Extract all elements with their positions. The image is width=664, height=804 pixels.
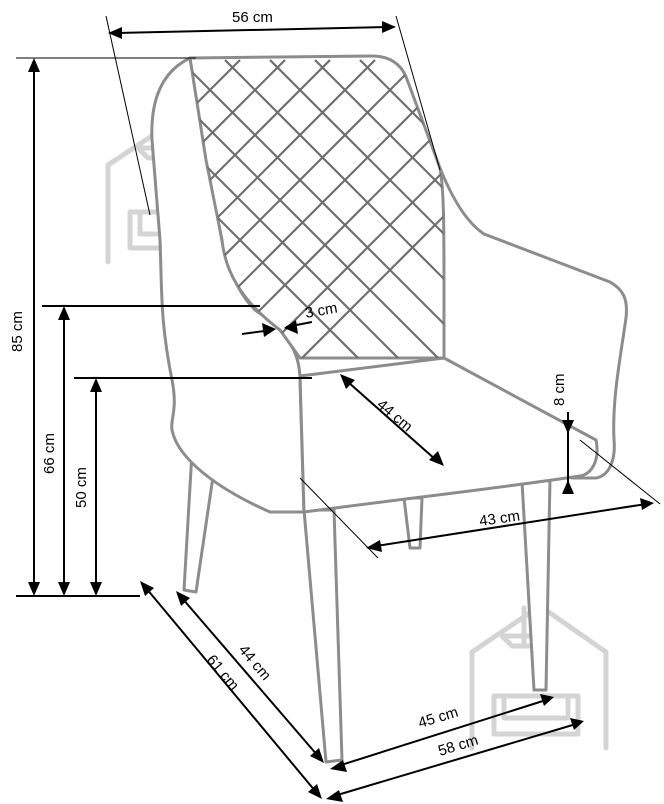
dimension-armrest-height: 66 cm <box>41 306 70 596</box>
dimension-seat-width: 43 cm <box>366 498 654 552</box>
dimension-arm-above-seat: 8 cm <box>551 373 574 494</box>
front-right-leg <box>302 508 344 764</box>
dimension-overall-depth: 61 cm <box>140 581 322 799</box>
label-arm-above-seat: 8 cm <box>551 373 568 406</box>
label-armrest-height: 66 cm <box>41 433 58 474</box>
dimension-base-depth: 44 cm <box>176 591 324 763</box>
label-base-depth: 44 cm <box>235 642 274 684</box>
label-arm-thickness: 3 cm <box>304 300 339 322</box>
dimension-arm-thickness: 3 cm <box>241 300 339 337</box>
dimension-overall-width: 58 cm <box>326 718 584 802</box>
label-overall-width: 58 cm <box>436 732 480 760</box>
extension-lines <box>16 15 661 597</box>
label-base-width: 45 cm <box>416 704 460 732</box>
label-top-width: 56 cm <box>232 9 273 26</box>
seat-cushion <box>298 356 599 514</box>
label-total-height: 85 cm <box>9 311 26 352</box>
dimension-top-width: 56 cm <box>108 9 396 39</box>
label-seat-height: 50 cm <box>73 467 90 508</box>
back-right-leg <box>520 476 552 692</box>
armchair-drawing <box>150 54 628 764</box>
label-overall-depth: 61 cm <box>203 652 242 694</box>
dimension-seat-height: 50 cm <box>73 378 102 596</box>
dimension-total-height: 85 cm <box>9 58 40 596</box>
label-seat-width: 43 cm <box>478 507 521 530</box>
